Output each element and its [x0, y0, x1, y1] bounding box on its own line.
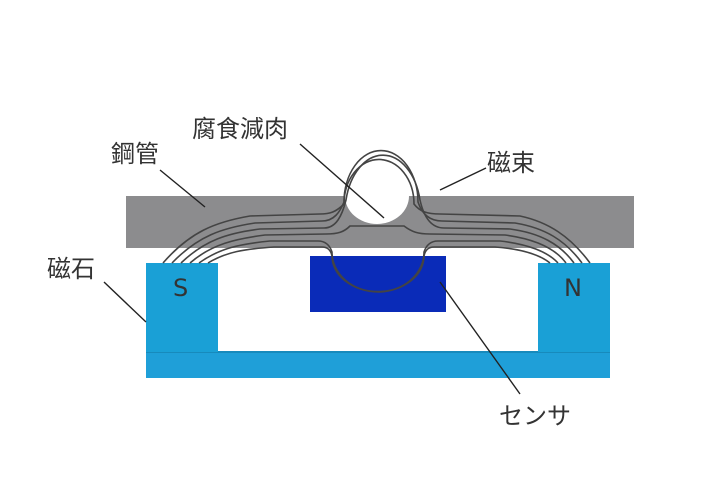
label-sensor: センサ: [499, 402, 571, 430]
magnet-left-pole: [146, 263, 218, 352]
pole-n-label: N: [564, 274, 582, 302]
leader-magnetic-flux: [439, 167, 487, 191]
sensor: [310, 256, 446, 312]
magnetic-flux-lines: [162, 149, 591, 293]
magnet-assembly: [146, 263, 610, 378]
leader-corrosion: [299, 143, 385, 219]
flux-line-1: [162, 158, 591, 264]
label-corrosion-thinning: 腐食減肉: [192, 115, 288, 143]
flux-line-6: [207, 246, 551, 293]
leader-steel-pipe: [159, 169, 206, 208]
label-magnetic-flux: 磁束: [487, 149, 535, 177]
flux-line-4: [189, 225, 567, 264]
magnet-right-pole: [538, 263, 610, 352]
flux-line-3: [180, 154, 575, 264]
flux-line-2: [171, 149, 583, 264]
leader-lines: [103, 143, 521, 395]
leader-magnet: [103, 281, 147, 323]
label-magnet: 磁石: [47, 255, 95, 283]
pole-s-label: S: [173, 274, 188, 302]
leader-sensor: [439, 281, 521, 395]
magnet-base: [146, 351, 610, 378]
label-steel-pipe: 鋼管: [111, 140, 159, 168]
